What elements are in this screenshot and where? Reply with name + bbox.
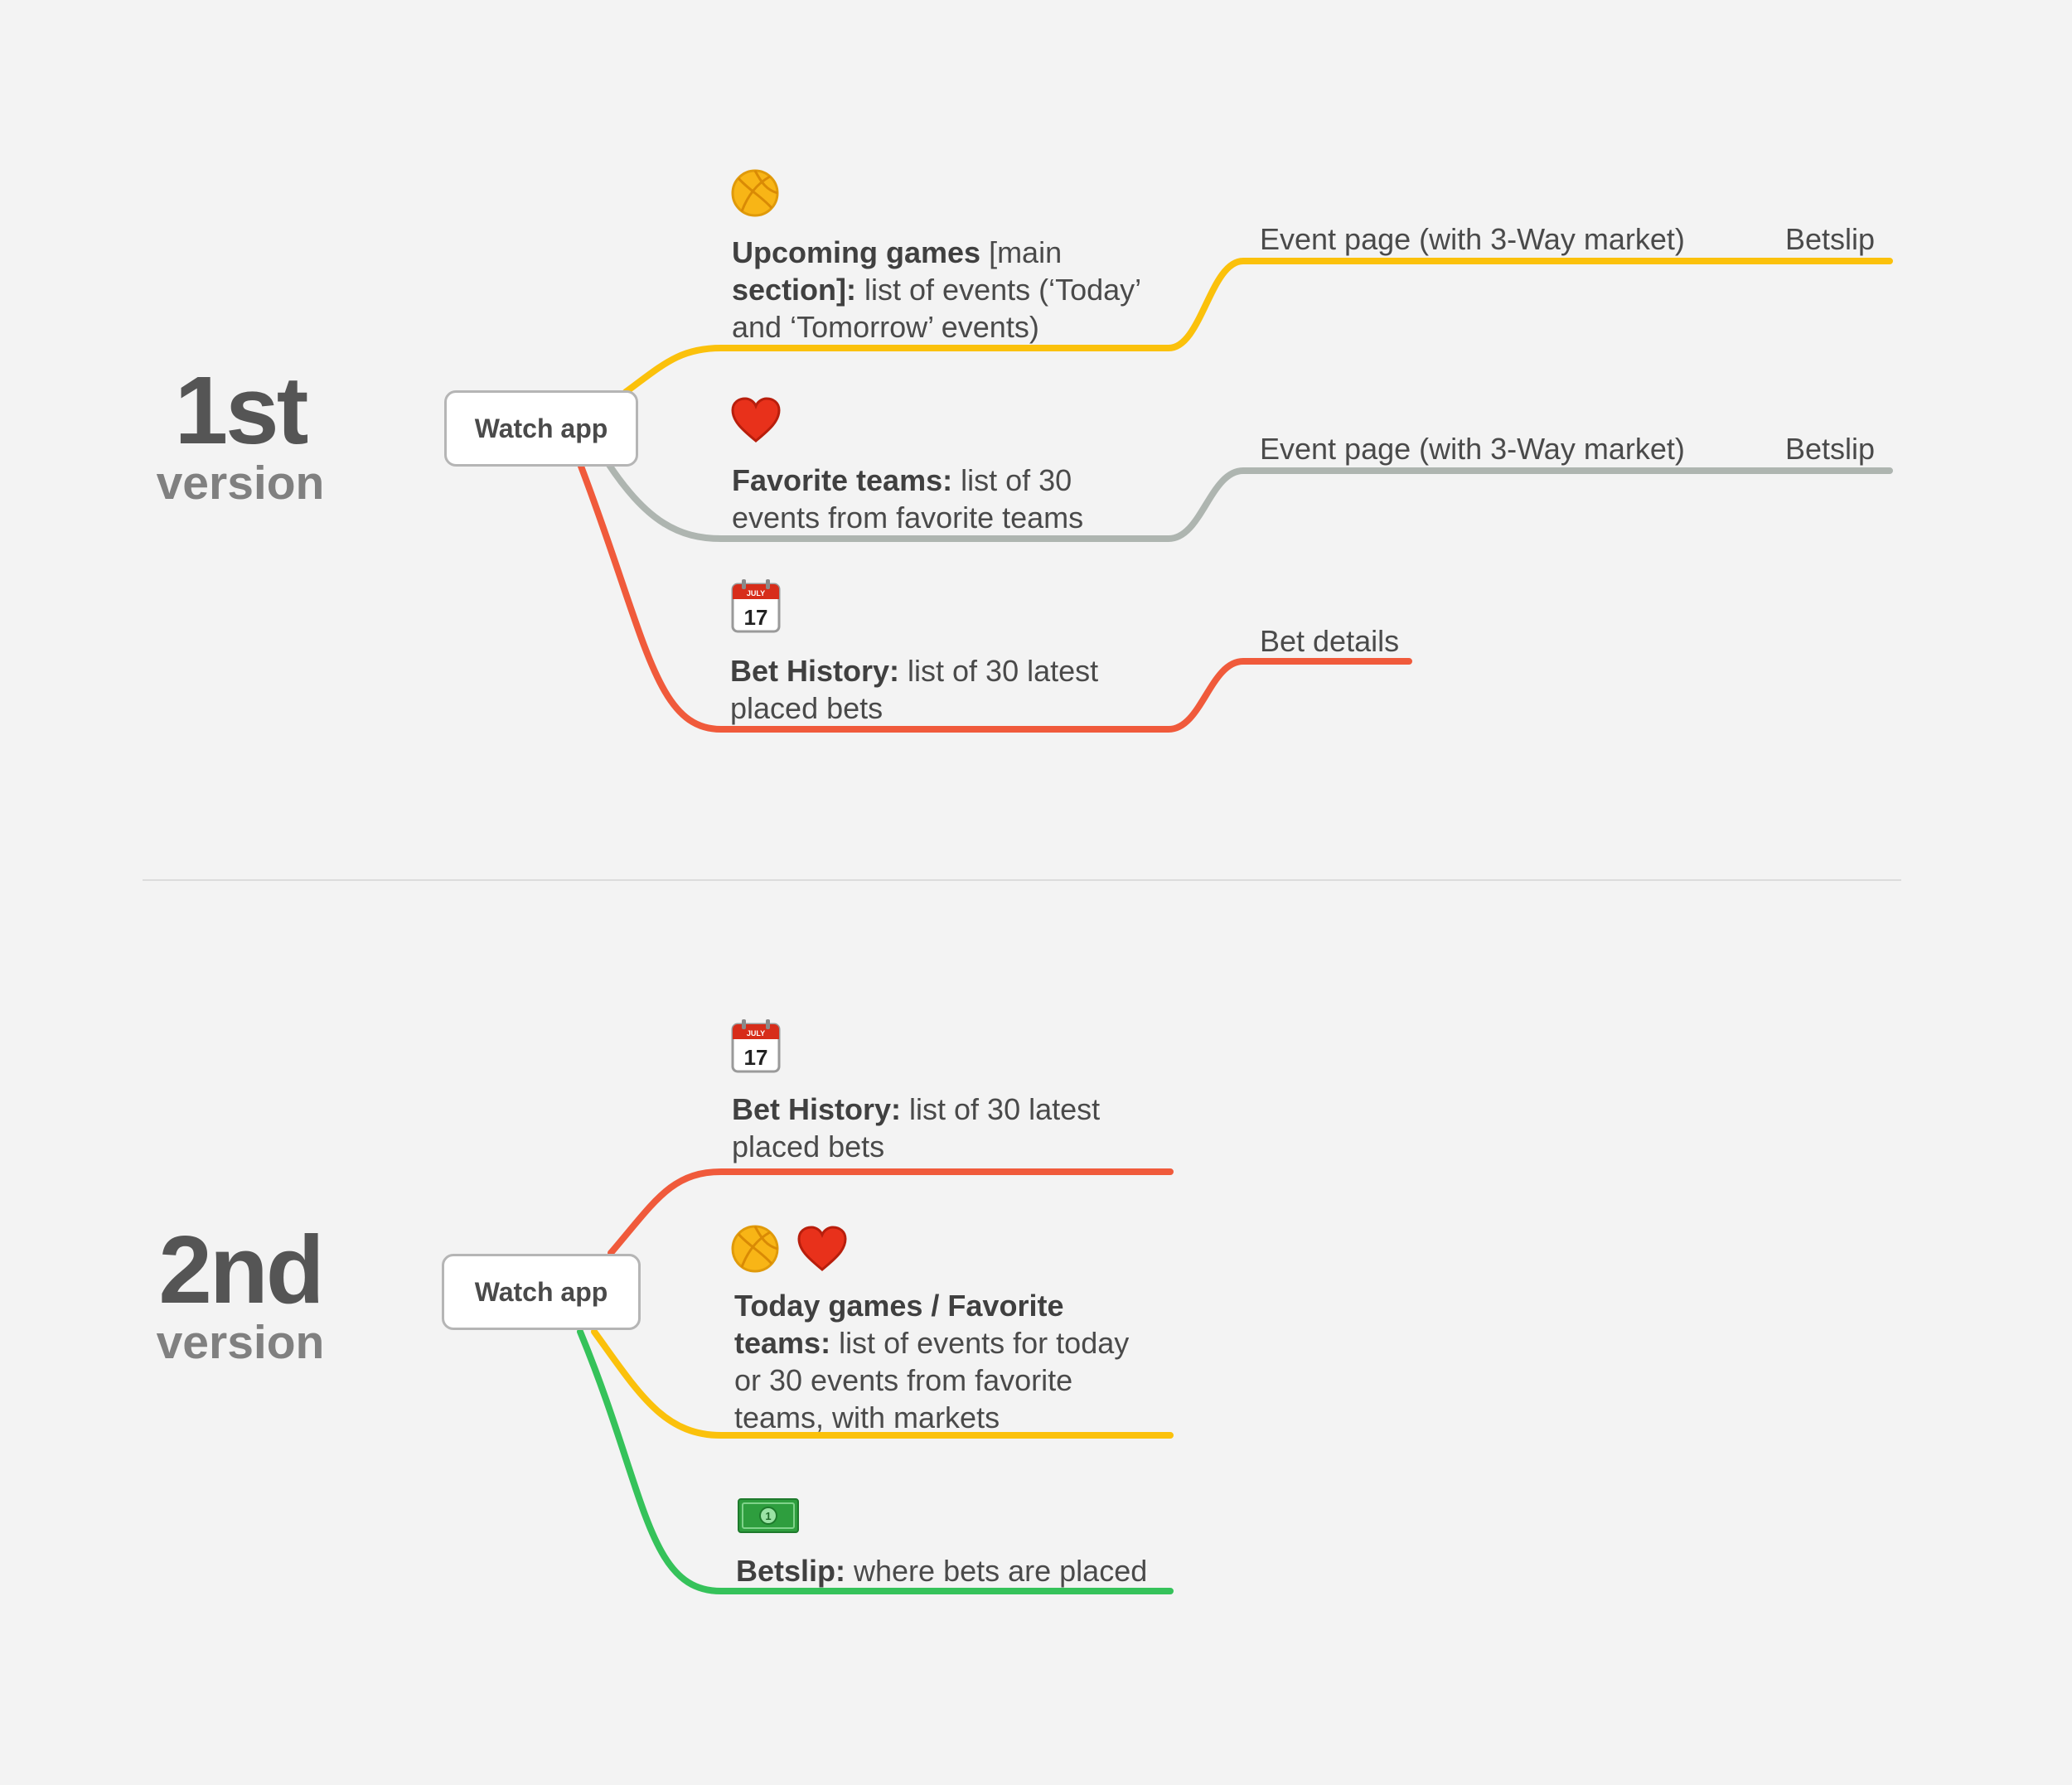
betslip-label-2: Betslip [1785,432,1876,466]
today-games-text: list of events for today or 30 events fr… [734,1326,1130,1434]
betslip-title: Betslip: [736,1554,846,1588]
calendar-icon: JULY 17 [731,579,781,633]
event-page-label-1: Event page (with 3-Way market) [1260,222,1685,256]
bet-details-label: Bet details [1260,624,1400,658]
favorite-teams-title: Favorite teams: [732,463,953,497]
line-v2-betslip [577,1328,1174,1594]
heart-icon [731,397,781,443]
betslip-text: where bets are placed [845,1554,1148,1588]
betslip-label-1: Betslip [1785,222,1876,256]
version-2-word: version [156,1316,325,1369]
line-bet-history [577,461,1412,733]
watch-app-node-v1[interactable]: Watch app [444,390,638,467]
favorite-teams-text: list of 30 events from favorite teams [732,463,1084,535]
upcoming-games-title: Upcoming games [732,235,981,269]
today-games-title: Today games / Favorite teams: [734,1289,1064,1360]
watch-app-label: Watch app [474,1276,608,1307]
bill-mark: 1 [765,1510,771,1522]
calendar-icon: JULY 17 [731,1019,781,1073]
bet-history-title: Bet History: [730,654,900,688]
v2-bet-history-text: list of 30 latest placed bets [732,1092,1101,1163]
version-2-number: 2nd [158,1216,324,1323]
betslip-description: Betslip: where bets are placed [736,1552,1233,1589]
version-1-label: 1st version [116,362,365,507]
line-v2-bet-history [608,1168,1174,1256]
version-2-label: 2nd version [116,1221,365,1367]
section-divider [143,879,1901,881]
dollar-bill-icon: 1 [738,1498,799,1533]
heart-icon [797,1226,847,1271]
version-1-word: version [156,457,325,510]
v2-bet-history-title: Bet History: [732,1092,902,1126]
calendar-day: 17 [744,605,768,630]
watch-app-node-v2[interactable]: Watch app [442,1254,641,1330]
line-upcoming-games [622,258,1893,395]
today-games-description: Today games / Favorite teams: list of ev… [734,1287,1149,1436]
watch-app-label: Watch app [474,413,608,443]
line-favorite-teams [604,459,1893,542]
calendar-day: 17 [744,1045,768,1070]
line-v2-today-games [591,1328,1174,1439]
calendar-month: JULY [747,1029,765,1038]
bet-history-description: Bet History: list of 30 latest placed be… [730,652,1128,727]
favorite-teams-description: Favorite teams: list of 30 events from f… [732,462,1113,536]
bet-history-text: list of 30 latest placed bets [730,654,1099,725]
version-1-number: 1st [174,356,309,464]
basketball-icon [731,169,779,217]
v2-bet-history-description: Bet History: list of 30 latest placed be… [732,1091,1130,1165]
upcoming-games-title-continued: section]: [732,273,857,307]
event-page-label-2: Event page (with 3-Way market) [1260,432,1685,466]
basketball-icon [731,1225,779,1273]
upcoming-games-description: Upcoming games [main section]: list of e… [732,234,1163,346]
calendar-month: JULY [747,589,765,597]
upcoming-games-text: [main section]: list of events (‘Today’ … [732,235,1140,344]
